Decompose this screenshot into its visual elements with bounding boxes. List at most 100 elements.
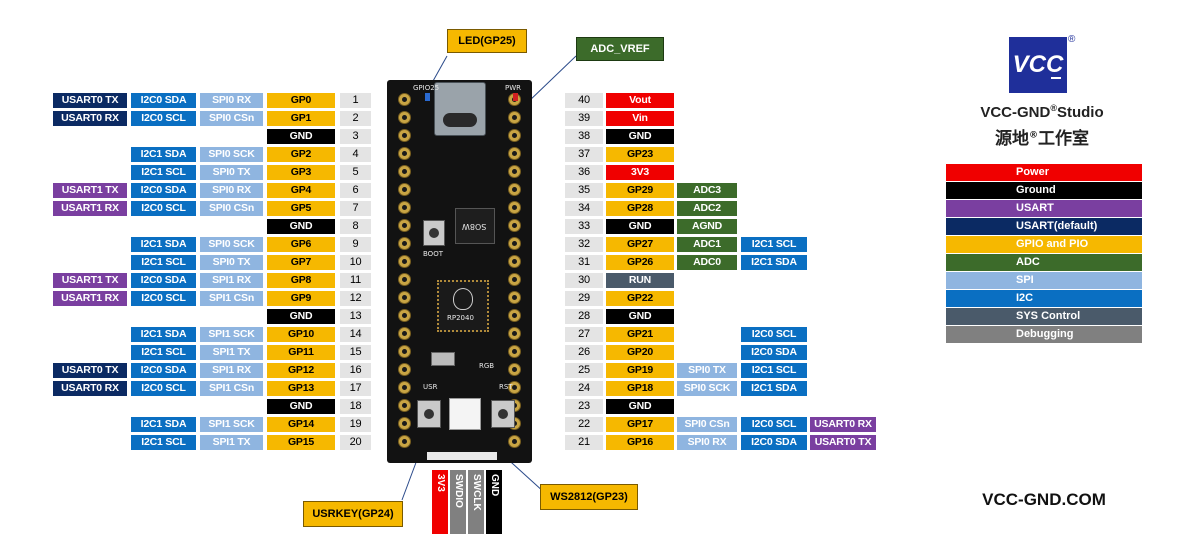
boot-silk: BOOT <box>423 250 443 258</box>
header-hole <box>508 435 521 448</box>
uart-label: USART1 RX <box>53 291 127 306</box>
gpio-label: GP7 <box>267 255 335 270</box>
pin-number: 37 <box>565 147 603 162</box>
vcc-logo: VCC <box>1009 37 1067 93</box>
header-hole <box>508 165 521 178</box>
legend-label: USART(default) <box>1016 220 1098 232</box>
gpio-label: GND <box>606 129 674 144</box>
alt-func-2: I2C0 SCL <box>741 327 807 342</box>
header-hole <box>508 237 521 250</box>
debug-pin-label: SWCLK <box>471 474 482 511</box>
pin-number: 33 <box>565 219 603 234</box>
i2c-label: I2C0 SDA <box>131 183 196 198</box>
i2c-label: I2C1 SCL <box>131 255 196 270</box>
pin-number: 1 <box>340 93 371 108</box>
header-hole <box>398 147 411 160</box>
i2c-label: I2C0 SCL <box>131 381 196 396</box>
pin-number: 31 <box>565 255 603 270</box>
chip-label: RP2040 <box>447 314 474 322</box>
uart-label: USART1 RX <box>53 201 127 216</box>
pin-number: 22 <box>565 417 603 432</box>
legend-label: Power <box>1016 166 1050 178</box>
gpio-label: RUN <box>606 273 674 288</box>
header-hole <box>398 363 411 376</box>
alt-func-1: ADC1 <box>677 237 737 252</box>
header-hole <box>398 93 411 106</box>
pin-number: 28 <box>565 309 603 324</box>
gpio-label: GP22 <box>606 291 674 306</box>
led-gp25-icon <box>425 93 430 101</box>
header-hole <box>398 129 411 142</box>
debug-pins: 3V3 SWDIO SWCLK GND <box>432 470 512 540</box>
legend-item: ADC <box>946 254 1142 271</box>
pin-number: 8 <box>340 219 371 234</box>
header-hole <box>508 183 521 196</box>
boot-button[interactable] <box>423 220 445 246</box>
usr-button[interactable] <box>417 400 441 428</box>
legend-swatch <box>946 236 1142 253</box>
i2c-label: I2C0 SDA <box>131 363 196 378</box>
brand-reg-mark: ® <box>1050 103 1057 113</box>
flash-chip: SO8W <box>455 208 495 244</box>
gpio-label: GP5 <box>267 201 335 216</box>
gpio-label: GP3 <box>267 165 335 180</box>
debug-pin-label: SWDIO <box>453 474 464 508</box>
gpio-label: GP14 <box>267 417 335 432</box>
header-hole <box>508 219 521 232</box>
legend-swatch <box>946 326 1142 343</box>
uart-label: USART0 TX <box>53 363 127 378</box>
debug-pin: GND <box>486 470 502 534</box>
header-hole <box>398 165 411 178</box>
debug-pin-label: GND <box>489 474 500 497</box>
gpio-label: GP12 <box>267 363 335 378</box>
pin-number: 32 <box>565 237 603 252</box>
legend-item: USART(default) <box>946 218 1142 235</box>
led-callout: LED(GP25) <box>447 29 527 53</box>
pin-number: 15 <box>340 345 371 360</box>
header-hole <box>508 201 521 214</box>
pin-number: 7 <box>340 201 371 216</box>
pico-board: GPIO25 PWR SO8W BOOT RP2040 RGB USR RST <box>387 80 532 463</box>
gpio-label: GP26 <box>606 255 674 270</box>
alt-func-1: ADC0 <box>677 255 737 270</box>
header-hole <box>398 417 411 430</box>
alt-func-1: ADC2 <box>677 201 737 216</box>
gpio-label: GP8 <box>267 273 335 288</box>
gpio-label: 3V3 <box>606 165 674 180</box>
brand-studio-text: Studio <box>1056 104 1104 121</box>
spi-label: SPI0 CSn <box>200 111 263 126</box>
debug-pin: 3V3 <box>432 470 448 534</box>
adc-vref-callout: ADC_VREF <box>576 37 664 61</box>
gpio-label: GND <box>267 219 335 234</box>
legend-item: Debugging <box>946 326 1142 343</box>
brand-name: VCC-GND®Studio <box>962 103 1122 121</box>
header-hole <box>508 273 521 286</box>
brand-chinese: 源地®工作室 <box>962 124 1122 149</box>
pin-number: 10 <box>340 255 371 270</box>
legend-swatch <box>946 200 1142 217</box>
gpio-label: GP16 <box>606 435 674 450</box>
spi-label: SPI0 SCK <box>200 237 263 252</box>
debug-pin-label: 3V3 <box>435 474 446 492</box>
pin-number: 14 <box>340 327 371 342</box>
pin-number: 38 <box>565 129 603 144</box>
brand-chinese-a: 源地 <box>995 129 1029 149</box>
spi-label: SPI0 SCK <box>200 147 263 162</box>
pin-number: 20 <box>340 435 371 450</box>
alt-func-2: I2C0 SDA <box>741 345 807 360</box>
legend-swatch <box>946 218 1142 235</box>
flash-label: SO8W <box>462 222 487 231</box>
pin-number: 13 <box>340 309 371 324</box>
brand-chinese-b: 工作室 <box>1038 129 1089 149</box>
gpio25-silk: GPIO25 <box>413 84 440 92</box>
crystal-icon <box>431 352 455 366</box>
header-hole <box>508 147 521 160</box>
ground-symbol-icon <box>1051 77 1061 87</box>
logo-reg-mark: ® <box>1068 34 1076 45</box>
pin-number: 19 <box>340 417 371 432</box>
pin-number: 2 <box>340 111 371 126</box>
header-hole <box>508 363 521 376</box>
gpio-label: GP4 <box>267 183 335 198</box>
gpio-label: GND <box>606 309 674 324</box>
rst-button[interactable] <box>491 400 515 428</box>
